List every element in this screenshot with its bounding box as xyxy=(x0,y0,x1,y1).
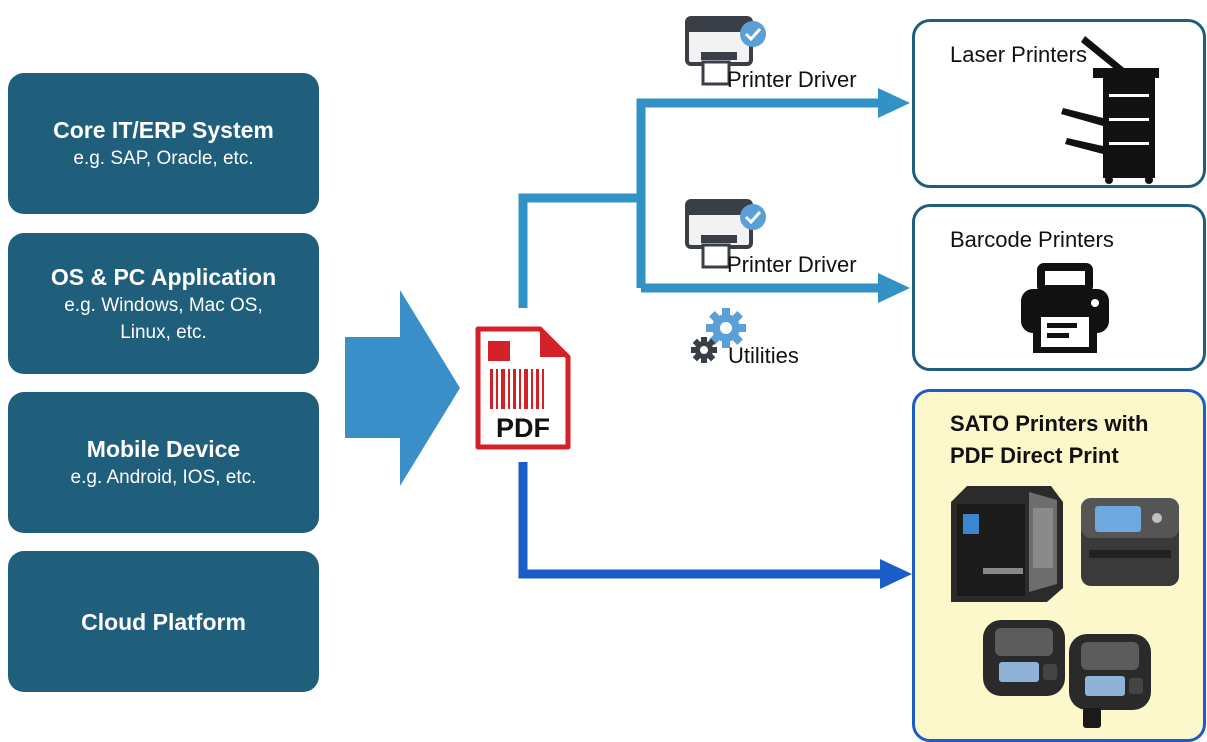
source-mobile-device: Mobile Device e.g. Android, IOS, etc. xyxy=(8,392,319,533)
driver-paths xyxy=(518,98,880,308)
big-input-arrow xyxy=(345,290,460,486)
sato-arrowhead xyxy=(880,559,912,589)
printer-driver-icon-top xyxy=(683,12,769,88)
dest-title: Barcode Printers xyxy=(950,227,1114,252)
sato-title-line1: SATO Printers with xyxy=(950,411,1149,436)
printer-driver-label-top: Printer Driver xyxy=(727,67,857,92)
source-core-it-erp: Core IT/ERP System e.g. SAP, Oracle, etc… xyxy=(8,73,319,214)
pdf-document-icon: PDF xyxy=(474,325,572,451)
source-subtitle: e.g. SAP, Oracle, etc. xyxy=(73,148,254,169)
direct-path xyxy=(518,462,882,579)
sato-desktop-printer-image xyxy=(1077,492,1183,590)
laser-arrowhead xyxy=(878,88,910,118)
printer-icon xyxy=(1019,263,1111,355)
pdf-label: PDF xyxy=(496,413,550,443)
dest-sato-printers: SATO Printers with PDF Direct Print xyxy=(912,389,1206,742)
source-cloud-platform: Cloud Platform xyxy=(8,551,319,692)
sato-mobile-printer-image-1 xyxy=(977,610,1071,702)
dest-laser-printers: Laser Printers xyxy=(912,19,1206,188)
source-title: Mobile Device xyxy=(86,436,241,462)
source-title: Core IT/ERP System xyxy=(53,117,274,143)
dest-title: Laser Printers xyxy=(950,42,1087,67)
dest-title: SATO Printers with PDF Direct Print xyxy=(950,408,1148,472)
sato-industrial-printer-image xyxy=(947,484,1065,604)
sato-mobile-printer-image-2 xyxy=(1063,624,1157,734)
source-subtitle: Linux, etc. xyxy=(120,321,207,343)
source-subtitle: e.g. Windows, Mac OS, xyxy=(64,294,263,316)
sato-title-line2: PDF Direct Print xyxy=(950,443,1119,468)
barcode-arrowhead xyxy=(878,273,910,303)
printer-driver-icon-mid xyxy=(683,195,769,271)
source-title: OS & PC Application xyxy=(50,263,277,290)
source-title: Cloud Platform xyxy=(81,608,246,635)
gears-icon xyxy=(690,306,750,366)
source-os-pc-application: OS & PC Application e.g. Windows, Mac OS… xyxy=(8,233,319,374)
source-subtitle: e.g. Android, IOS, etc. xyxy=(70,467,257,488)
utilities-label: Utilities xyxy=(728,343,799,368)
laser-printer-icon xyxy=(1055,34,1165,184)
dest-barcode-printers: Barcode Printers xyxy=(912,204,1206,371)
printer-driver-label-mid: Printer Driver xyxy=(727,252,857,277)
